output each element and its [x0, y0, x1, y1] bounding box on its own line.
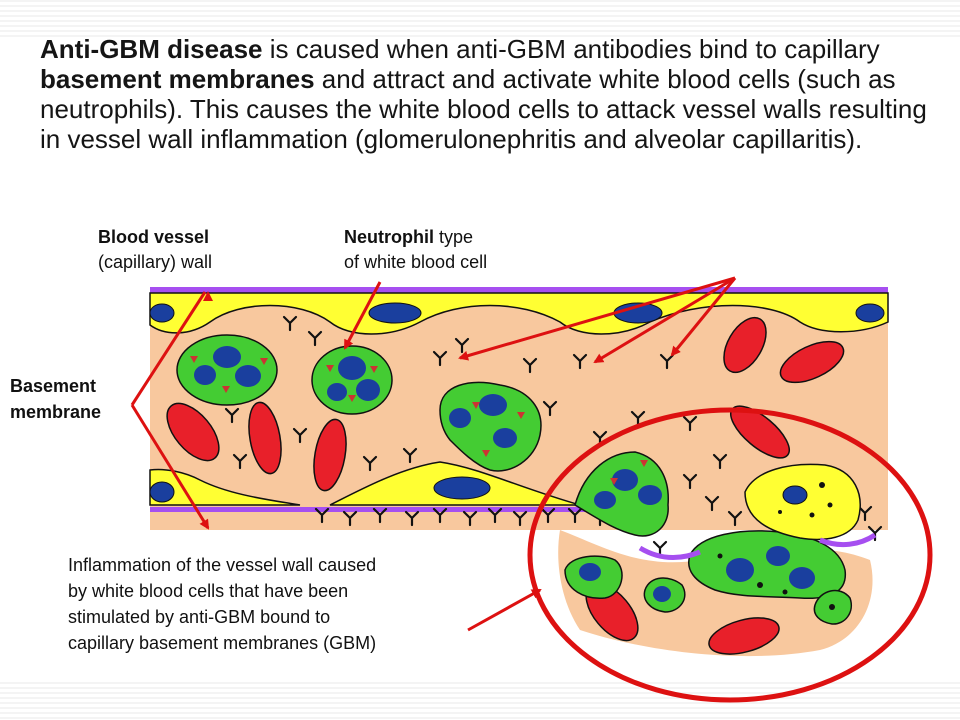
bottom-basement-membrane	[150, 507, 590, 512]
antibody-mark	[372, 507, 388, 524]
bottom-wall-nucleus-left	[149, 481, 175, 503]
antibody-mark	[432, 507, 448, 524]
intro-text-1: is caused when anti-GBM antibodies bind …	[262, 34, 880, 64]
damaged-wall-cell	[744, 463, 861, 541]
antibody-mark	[432, 350, 448, 367]
label-capillary-wall: (capillary) wall	[98, 252, 212, 272]
antibody-mark	[572, 353, 588, 370]
neutrophil-3	[439, 381, 542, 472]
broken-membrane-2	[819, 532, 877, 548]
label-inflammation-line-2: by white blood cells that have been	[68, 581, 348, 601]
neutrophil-1	[176, 334, 278, 406]
antibody-mark	[682, 415, 698, 432]
antibody-mark	[307, 330, 323, 347]
antibody-mark	[362, 455, 378, 472]
label-inflammation-line-3: stimulated by anti-GBM bound to	[68, 607, 330, 627]
antibody-mark	[542, 400, 558, 417]
arrow-antibody-2	[593, 276, 736, 364]
antibody-mark	[540, 507, 556, 524]
intro-paragraph: Anti-GBM disease is caused when anti-GBM…	[40, 34, 940, 154]
slide-top-stripe	[0, 0, 960, 38]
label-inflammation-line-4: capillary basement membranes (GBM)	[68, 633, 376, 653]
arrow-to-neutrophil	[343, 281, 382, 350]
antibody-mark	[342, 510, 358, 527]
antibody-mark	[402, 447, 418, 464]
antibody-mark	[567, 507, 583, 524]
label-basement-2: membrane	[10, 402, 101, 422]
neutrophil-5-attacking	[688, 530, 846, 600]
neutrophil-4-attacking	[574, 451, 669, 537]
label-white-blood-cell: of white blood cell	[344, 252, 487, 272]
pointer-arrows	[203, 276, 737, 632]
antibody-mark	[454, 337, 470, 354]
antibodies	[224, 315, 883, 557]
antibody-mark	[292, 427, 308, 444]
label-neutrophil-bold: Neutrophil	[344, 227, 434, 247]
top-basement-membrane	[150, 287, 888, 293]
intro-bold-disease: Anti-GBM disease	[40, 34, 263, 64]
antibody-mark	[704, 495, 720, 512]
intro-bold-membranes: basement membranes	[40, 64, 315, 94]
red-blood-cells	[166, 316, 845, 655]
basement-membrane-arrows	[130, 291, 210, 530]
neutrophil-2	[311, 345, 393, 415]
antibody-mark	[224, 407, 240, 424]
intro-text-2: and attract and activate white blood cel…	[40, 64, 927, 154]
antibody-mark	[314, 507, 330, 524]
label-neutrophil-type: type	[434, 227, 473, 247]
antibody-mark	[462, 510, 478, 527]
label-inflammation-line-1: Inflammation of the vessel wall caused	[68, 555, 376, 575]
antibody-mark	[512, 510, 528, 527]
neutrophil-8-in-tissue	[813, 589, 852, 625]
arrow-antibody-3	[670, 277, 737, 357]
antibody-mark	[712, 453, 728, 470]
neutrophil-7-in-tissue	[643, 577, 686, 613]
label-blood-vessel: Blood vessel	[98, 227, 209, 247]
antibody-mark	[232, 453, 248, 470]
top-vessel-wall	[149, 292, 889, 335]
neutrophil-6-in-tissue	[564, 555, 623, 599]
bottom-wall-nucleus-mid	[433, 476, 491, 500]
antibody-mark	[727, 510, 743, 527]
label-basement-1: Basement	[10, 376, 96, 396]
label-neutrophil: Neutrophil type	[344, 227, 473, 247]
antibody-mark	[682, 473, 698, 490]
arrow-to-inflammation	[467, 588, 542, 632]
antibody-mark	[522, 357, 538, 374]
antibody-mark	[487, 507, 503, 524]
antibody-mark	[282, 315, 298, 332]
top-wall-nuclei	[149, 302, 885, 324]
antibody-mark	[404, 510, 420, 527]
arrow-antibody-1	[458, 276, 736, 361]
broken-membrane-1	[638, 545, 701, 561]
inflammation-highlight-ring	[527, 407, 933, 703]
